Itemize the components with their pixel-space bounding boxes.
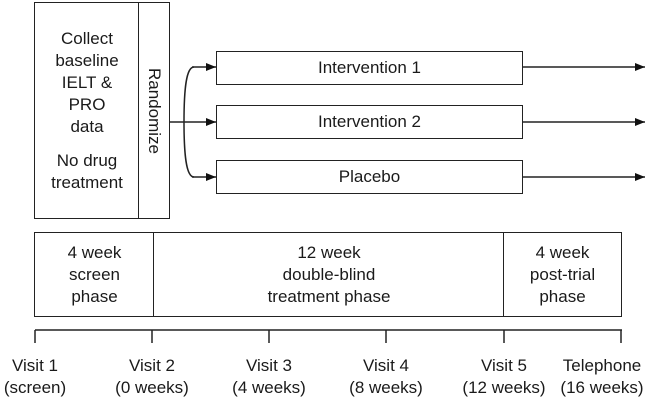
visit-name: Visit 3 <box>246 356 292 375</box>
visit-time: (4 weeks) <box>232 378 306 397</box>
arm-intervention-1: Intervention 1 <box>216 51 523 85</box>
phase-line: double-blind <box>282 264 376 284</box>
visit-time: (16 weeks) <box>560 378 644 397</box>
visit-label: Visit 3 (4 weeks) <box>209 355 329 399</box>
phase-line: 4 week <box>535 242 590 262</box>
visit-time: (screen) <box>3 378 67 397</box>
phase-line: treatment phase <box>267 286 391 306</box>
visit-time: (12 weeks) <box>462 378 546 397</box>
visit-name: Telephone <box>562 356 642 375</box>
phase-screen: 4 week screen phase <box>34 232 155 317</box>
arm-placebo: Placebo <box>216 160 523 194</box>
no-drug-line: treatment <box>51 172 123 192</box>
visit-name: Visit 4 <box>363 356 409 375</box>
phase-line: 4 week <box>67 242 122 262</box>
phase-treatment: 12 week double-blind treatment phase <box>153 232 505 317</box>
phase-line: 12 week <box>297 242 361 262</box>
baseline-line: data <box>70 116 104 136</box>
baseline-line: PRO <box>68 94 106 114</box>
visit-name: Visit 2 <box>129 356 175 375</box>
visit-time: (8 weeks) <box>349 378 423 397</box>
phase-line: phase <box>71 286 118 306</box>
phase-post-trial: 4 week post-trial phase <box>503 232 622 317</box>
baseline-line: IELT & <box>61 72 113 92</box>
visit-label: Visit 4 (8 weeks) <box>326 355 446 399</box>
randomize-label: Randomize <box>145 67 164 154</box>
arm-label: Placebo <box>338 167 401 186</box>
visit-label: Visit 1 (screen) <box>0 355 95 399</box>
baseline-box: Collect baseline IELT & PRO data No drug… <box>34 2 140 219</box>
baseline-line: Collect <box>61 28 113 48</box>
arm-label: Intervention 2 <box>317 112 421 131</box>
arm-intervention-2: Intervention 2 <box>216 105 523 139</box>
branch-upper <box>183 66 195 123</box>
visit-label: Visit 5 (12 weeks) <box>444 355 564 399</box>
phase-line: screen <box>68 264 121 284</box>
visit-label: Visit 2 (0 weeks) <box>92 355 212 399</box>
visit-time: (0 weeks) <box>115 378 189 397</box>
visit-name: Visit 1 <box>12 356 58 375</box>
baseline-line: baseline <box>55 50 119 70</box>
arm-label: Intervention 1 <box>317 58 421 77</box>
visit-name: Visit 5 <box>481 356 527 375</box>
visit-label: Telephone (16 weeks) <box>542 355 662 399</box>
phase-line: post-trial <box>529 264 596 284</box>
randomize-box: Randomize <box>138 2 170 219</box>
phase-line: phase <box>539 286 586 306</box>
no-drug-line: No drug <box>56 150 118 170</box>
branch-lower <box>183 121 195 178</box>
